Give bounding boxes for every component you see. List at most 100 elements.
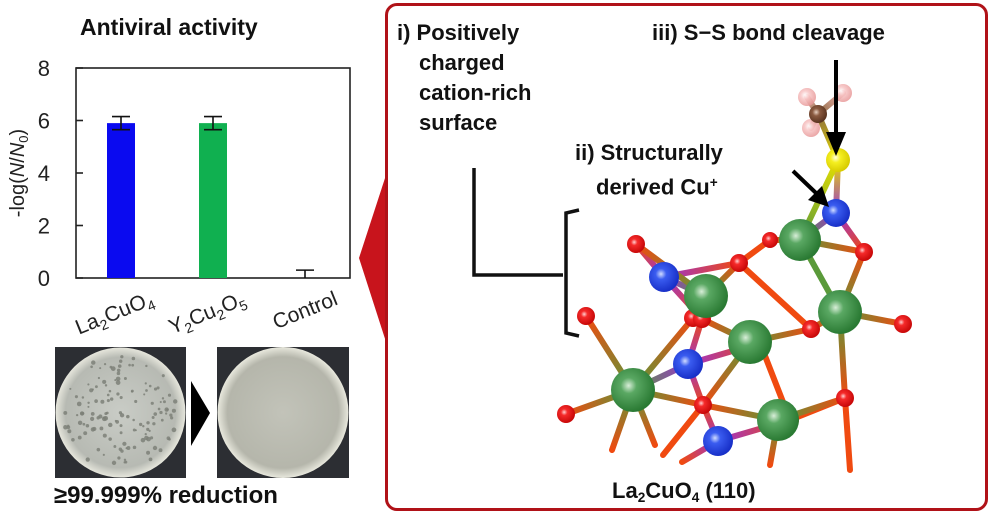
- plaque-spot: [103, 363, 107, 366]
- plaque-spot: [168, 437, 171, 441]
- plaque-spot: [143, 393, 146, 396]
- plaque-spot: [144, 435, 149, 441]
- plaque-spot: [69, 387, 72, 390]
- plaque-spot: [123, 376, 127, 380]
- atom-cu: [649, 262, 679, 292]
- plaque-spot: [96, 447, 101, 452]
- atom-la: [779, 219, 821, 261]
- plaque-spot: [91, 388, 94, 391]
- plaque-spot: [115, 380, 121, 385]
- plaque-spot: [152, 422, 156, 426]
- plaque-spot: [109, 397, 114, 401]
- plaque-spot: [122, 441, 127, 446]
- plaque-spot: [142, 425, 145, 428]
- y-tick-label: 8: [38, 56, 50, 81]
- plaque-spot: [149, 436, 154, 440]
- plaque-spot: [145, 364, 148, 368]
- atom-la: [611, 368, 655, 412]
- atom-cu: [703, 426, 733, 456]
- plaque-spot: [130, 389, 134, 393]
- plaque-spot: [144, 382, 147, 385]
- plaque-spot: [67, 424, 70, 427]
- plaque-spot: [116, 368, 121, 373]
- plaque-spot: [146, 450, 151, 455]
- plaque-spot: [94, 385, 98, 389]
- plaque-spot: [167, 393, 172, 397]
- plaque-spot: [153, 412, 158, 416]
- plaque-spot: [71, 437, 75, 442]
- y-tick-label: 0: [38, 266, 50, 291]
- bond: [660, 402, 706, 458]
- chart-title: Antiviral activity: [80, 14, 258, 40]
- plaque-spot: [97, 376, 101, 380]
- y-axis-label-part: -log(: [7, 177, 29, 217]
- plaque-spot: [146, 421, 150, 425]
- y-tick-label: 4: [38, 161, 50, 186]
- y-axis-label: -log(N/N0): [7, 129, 31, 217]
- bond: [842, 395, 853, 473]
- plaque-spot: [106, 398, 110, 403]
- structure-label-part: (110): [699, 478, 756, 503]
- plaque-spot: [117, 456, 121, 460]
- plaque-spot: [108, 389, 112, 393]
- plaque-spot: [85, 423, 90, 428]
- label-ii-line2: derived Cu+: [575, 168, 723, 203]
- atom-o: [557, 405, 575, 423]
- atom-la: [757, 399, 799, 441]
- plaque-photos: [55, 347, 349, 478]
- plaque-spot: [150, 401, 154, 405]
- atom-la: [684, 274, 728, 318]
- plaque-spot: [104, 412, 108, 416]
- plaque-spot: [159, 400, 162, 404]
- label-i-line1: i) Positively: [397, 20, 520, 45]
- plaque-spot: [63, 410, 68, 415]
- atom-o: [627, 235, 645, 253]
- plaque-spot: [99, 426, 104, 431]
- plaque-spot: [148, 457, 153, 462]
- plaque-spot: [131, 363, 135, 367]
- bond: [736, 260, 814, 332]
- atom-o: [577, 307, 595, 325]
- label-ii-text: derived Cu: [596, 174, 710, 200]
- structure-label-part: La: [612, 478, 638, 503]
- plaque-spot: [140, 437, 146, 443]
- photo-before: [55, 347, 186, 478]
- atom-cu: [822, 199, 850, 227]
- structure-label-sub: 2: [637, 490, 646, 506]
- connector-line: [472, 168, 563, 277]
- plaque-spot: [171, 427, 177, 433]
- atom-o: [802, 320, 820, 338]
- y-axis-label-part: /: [7, 157, 29, 163]
- plaque-spot: [104, 384, 108, 387]
- atom-o: [855, 243, 873, 261]
- plaque-spot: [170, 416, 174, 420]
- atom-h: [834, 84, 852, 102]
- plaque-spot: [114, 419, 117, 422]
- atom-h: [802, 119, 820, 137]
- plaque-spot: [148, 384, 152, 388]
- label-ss-bond-cleavage: iii) S−S bond cleavage: [652, 20, 885, 45]
- plaque-spot: [91, 360, 96, 365]
- y-axis-label-part: N: [7, 162, 29, 177]
- bar-la2cuo4: [107, 123, 135, 278]
- pointer-triangle: [359, 172, 387, 345]
- structure-label-sub: 4: [691, 490, 700, 506]
- plaque-spot: [80, 411, 84, 416]
- plaque-spot: [85, 457, 90, 462]
- atom-cu: [673, 349, 703, 379]
- plaque-spot: [102, 433, 107, 438]
- y-axis-label-part: ): [7, 129, 29, 136]
- plaque-spot: [161, 397, 165, 400]
- plaque-spot: [144, 432, 147, 436]
- plaque-spot: [96, 416, 100, 420]
- label-i-line3: cation-rich: [419, 80, 532, 105]
- plaque-spot: [100, 399, 105, 404]
- y-tick-label: 2: [38, 214, 50, 239]
- plaque-spot: [117, 364, 122, 368]
- mechanism-panel: [385, 3, 988, 511]
- plaque-spot: [116, 392, 120, 396]
- plaque-spot: [115, 376, 121, 382]
- plaque-spot: [77, 435, 82, 440]
- atom-o: [762, 232, 778, 248]
